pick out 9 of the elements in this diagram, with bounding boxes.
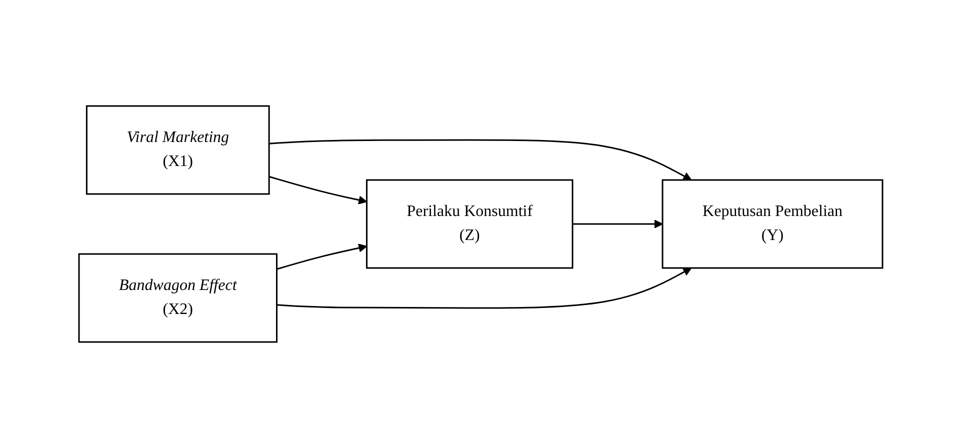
node-box: Perilaku Konsumtif (Z) (366, 179, 574, 269)
arrow (269, 139, 692, 180)
node-box: Keputusan Pembelian (Y) (662, 179, 884, 269)
arrow (276, 268, 692, 309)
arrow (276, 244, 368, 270)
node-box: Bandwagon Effect (X2) (78, 253, 278, 343)
node-box: Viral Marketing (X1) (86, 105, 270, 195)
arrow (572, 220, 664, 228)
arrow (269, 176, 368, 204)
